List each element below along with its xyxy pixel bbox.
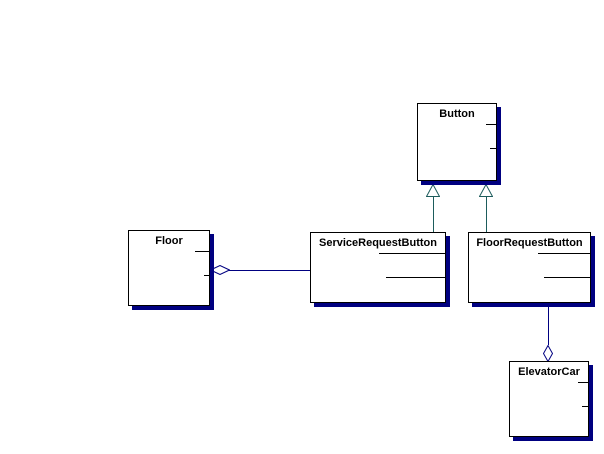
- class-name-label: ServiceRequestButton: [319, 237, 437, 249]
- generalization-triangle-icon[interactable]: [479, 184, 493, 197]
- generalization-link-servicerequestbutton-button[interactable]: [433, 197, 434, 232]
- aggregation-diamond-icon[interactable]: [210, 265, 230, 275]
- class-box-button[interactable]: Button: [417, 103, 497, 181]
- generalization-triangle-icon[interactable]: [426, 184, 440, 197]
- operation-compartment-line: [490, 148, 497, 149]
- class-name-label: Floor: [155, 235, 183, 247]
- aggregation-link-elevatorcar-floorrequestbutton[interactable]: [548, 306, 549, 345]
- aggregation-link-floor-servicerequestbutton[interactable]: [229, 270, 310, 271]
- operation-compartment-line: [204, 275, 210, 276]
- attribute-compartment-line: [195, 251, 210, 252]
- aggregation-diamond-icon[interactable]: [543, 345, 553, 362]
- operation-compartment-line: [582, 406, 589, 407]
- class-name-label: FloorRequestButton: [476, 237, 583, 249]
- class-box-floor[interactable]: Floor: [128, 230, 210, 306]
- attribute-compartment-line: [486, 124, 497, 125]
- class-name-label: ElevatorCar: [518, 366, 580, 378]
- class-name-label: Button: [439, 108, 475, 120]
- operation-compartment-line: [386, 277, 446, 278]
- class-box-floorrequestbutton[interactable]: FloorRequestButton: [468, 232, 591, 303]
- attribute-compartment-line: [578, 382, 589, 383]
- generalization-link-floorrequestbutton-button[interactable]: [486, 197, 487, 232]
- attribute-compartment-line: [379, 253, 446, 254]
- operation-compartment-line: [544, 277, 591, 278]
- class-box-servicerequestbutton[interactable]: ServiceRequestButton: [310, 232, 446, 303]
- class-box-elevatorcar[interactable]: ElevatorCar: [509, 361, 589, 437]
- attribute-compartment-line: [538, 253, 591, 254]
